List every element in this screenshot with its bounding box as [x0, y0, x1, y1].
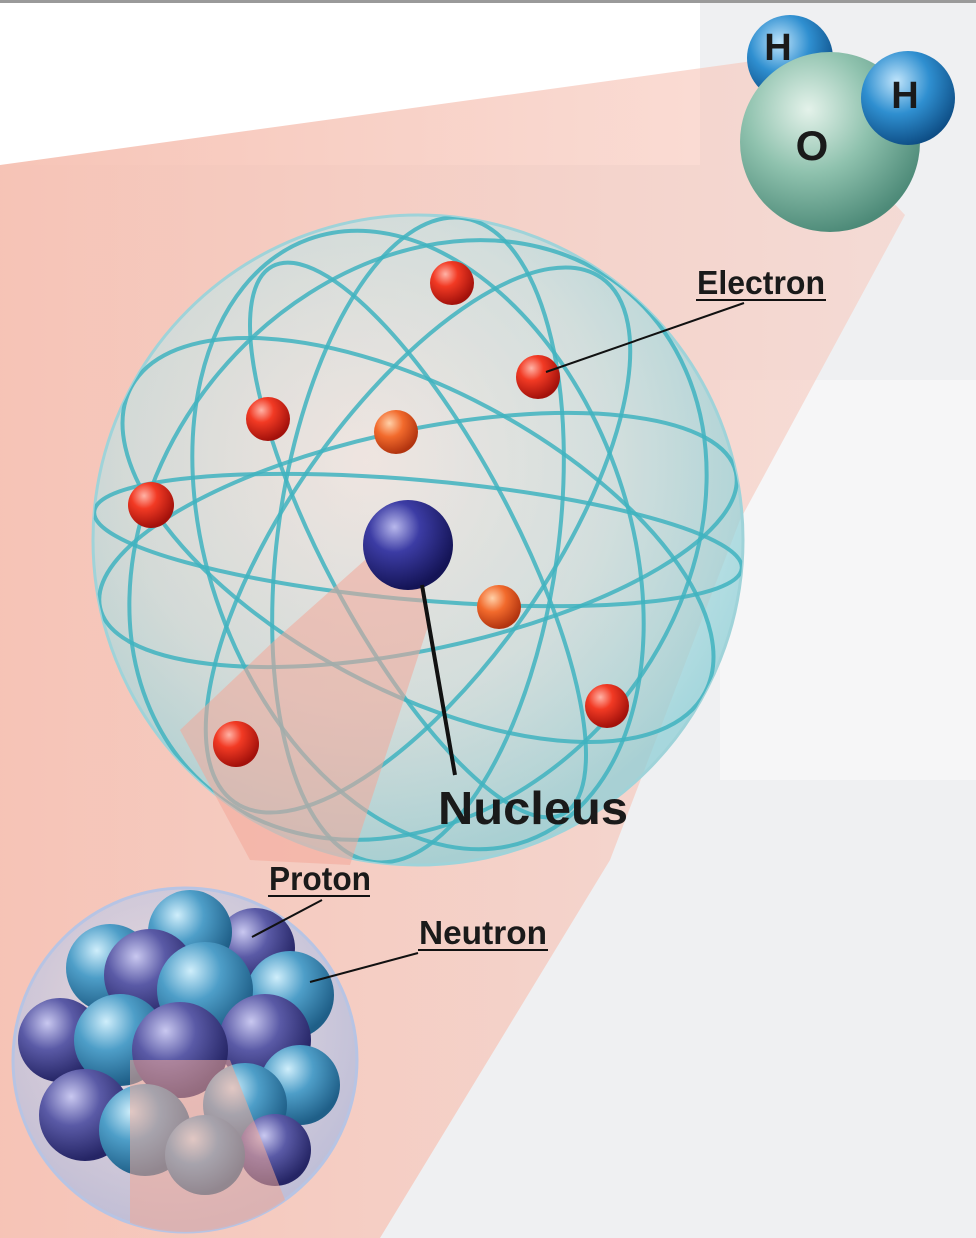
electron: [516, 355, 560, 399]
neutron-label: Neutron: [419, 914, 547, 951]
electron-label: Electron: [697, 264, 825, 301]
proton-label: Proton: [269, 860, 371, 897]
hydrogen-symbol-right: H: [891, 75, 918, 117]
electron: [128, 482, 174, 528]
electron: [585, 684, 629, 728]
electron: [477, 585, 521, 629]
electron: [374, 410, 418, 454]
oxygen-symbol: O: [796, 122, 829, 169]
nucleus-label: Nucleus: [438, 782, 628, 834]
nucleus-core: [363, 500, 453, 590]
electron: [430, 261, 474, 305]
electron: [213, 721, 259, 767]
electron: [246, 397, 290, 441]
hydrogen-symbol-left: H: [764, 27, 791, 69]
